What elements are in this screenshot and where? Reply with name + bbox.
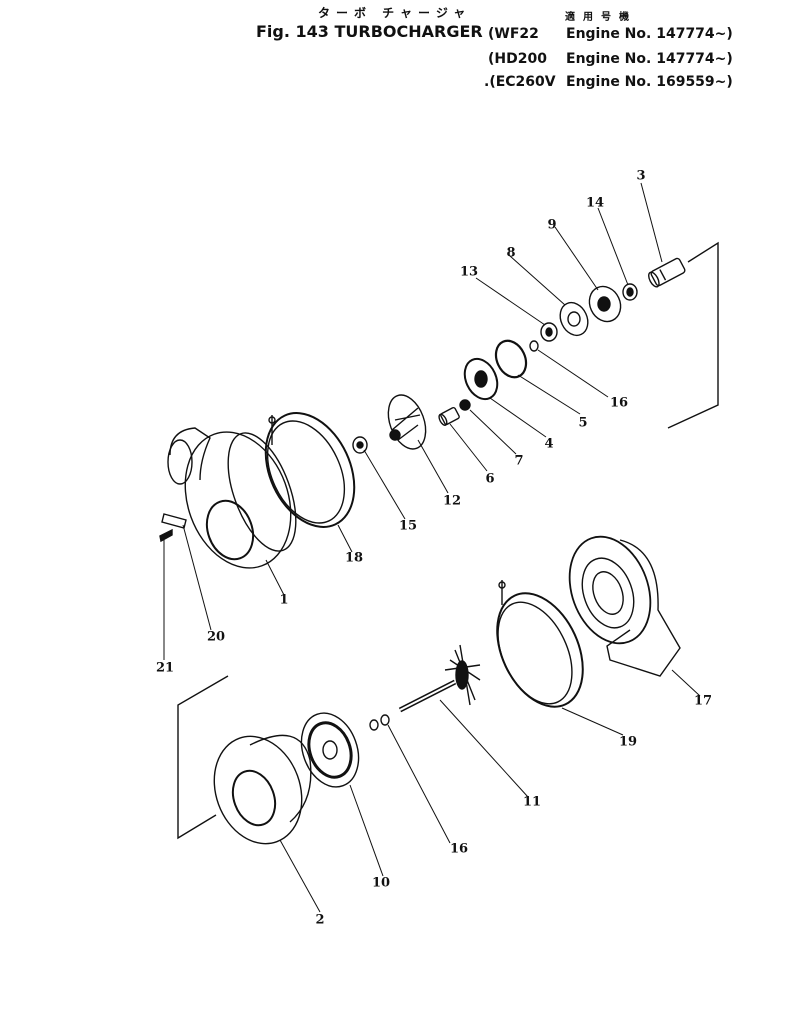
label-16-upper: 16 (609, 395, 629, 411)
part-9-thrust-bearing (588, 285, 622, 323)
model-hd200: (HD200 (488, 51, 547, 67)
part-11-turbine-wheel-shaft (398, 644, 481, 713)
label-9: 9 (547, 217, 557, 233)
part-4-thrust-plate (463, 357, 499, 401)
part-3-sleeve (648, 257, 686, 288)
part-10-heat-shield (300, 712, 360, 788)
label-14: 14 (585, 195, 605, 211)
serial-header-japanese: 適用号機 (565, 12, 637, 23)
part-7-washer (459, 399, 471, 411)
part-14-bearing (622, 283, 638, 301)
model-ec260v: .(EC260V (484, 74, 556, 90)
part-18-v-band-clamp (264, 412, 356, 528)
label-8: 8 (506, 245, 516, 261)
part-12-compressor-wheel (387, 394, 427, 450)
label-15: 15 (398, 518, 418, 534)
part-8-thrust-collar (559, 301, 589, 337)
part-13-nut (540, 322, 558, 342)
title-japanese: ターボ チャージャ (318, 6, 472, 20)
label-2: 2 (315, 912, 325, 928)
engine-no-hd200: Engine No. 147774~) (566, 51, 733, 67)
part-21-screw (159, 528, 173, 543)
bracket-lower (177, 675, 229, 840)
label-18: 18 (344, 550, 364, 566)
part-15-lock-nut (352, 436, 368, 454)
figure-title: Fig. 143 TURBOCHARGER (256, 22, 483, 41)
label-19: 19 (618, 734, 638, 750)
part-6-bolt (438, 406, 460, 426)
label-4: 4 (544, 436, 554, 452)
engine-no-wf22: Engine No. 147774~) (566, 26, 733, 42)
label-11: 11 (522, 794, 542, 810)
part-19-v-band-clamp (496, 580, 584, 708)
model-wf22: (WF22 (488, 26, 539, 42)
leader-lines (163, 182, 701, 913)
label-21: 21 (155, 660, 175, 676)
part-2-turbine-backplate (213, 734, 312, 845)
part-16-seal-ring (529, 340, 539, 352)
label-6: 6 (485, 471, 495, 487)
part-1-compressor-housing (167, 427, 297, 569)
part-20-lock-plate (161, 513, 187, 529)
label-16-lower: 16 (449, 841, 469, 857)
label-13: 13 (459, 264, 479, 280)
engine-no-ec260v: Engine No. 169559~) (566, 74, 733, 90)
label-17: 17 (693, 693, 713, 709)
label-5: 5 (578, 415, 588, 431)
bracket-upper (667, 241, 719, 429)
part-16-seal-ring-lower (369, 714, 390, 731)
label-10: 10 (371, 875, 391, 891)
label-7: 7 (514, 453, 524, 469)
label-12: 12 (442, 493, 462, 509)
label-1: 1 (279, 592, 289, 608)
part-17-turbine-housing (568, 535, 681, 677)
label-3: 3 (636, 168, 646, 184)
label-20: 20 (206, 629, 226, 645)
